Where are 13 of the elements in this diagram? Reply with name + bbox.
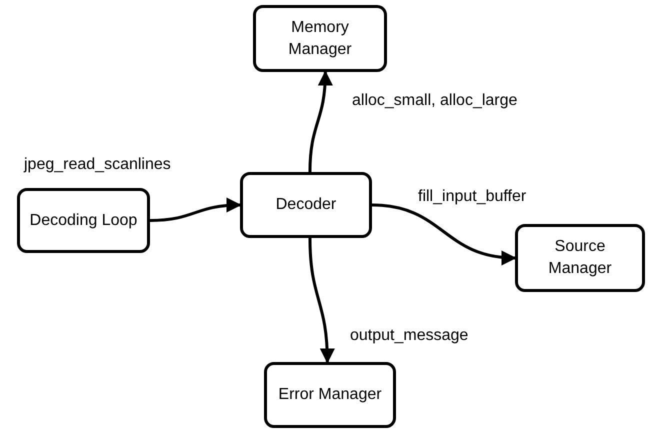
edge-label: alloc_small, alloc_large — [352, 92, 518, 110]
edge-label: jpeg_read_scanlines — [24, 156, 171, 174]
arrow — [308, 70, 332, 172]
arrow — [372, 204, 516, 265]
edge-label: fill_input_buffer — [418, 188, 526, 206]
process-box: Memory Manager — [253, 5, 387, 72]
edge-label: output_message — [350, 327, 468, 345]
process-box: Error Manager — [264, 362, 396, 428]
process-box: Source Manager — [515, 224, 645, 292]
process-box: Decoder — [240, 172, 372, 238]
arrow — [308, 238, 335, 364]
process-box: Decoding Loop — [17, 188, 150, 253]
arrow — [150, 198, 242, 222]
